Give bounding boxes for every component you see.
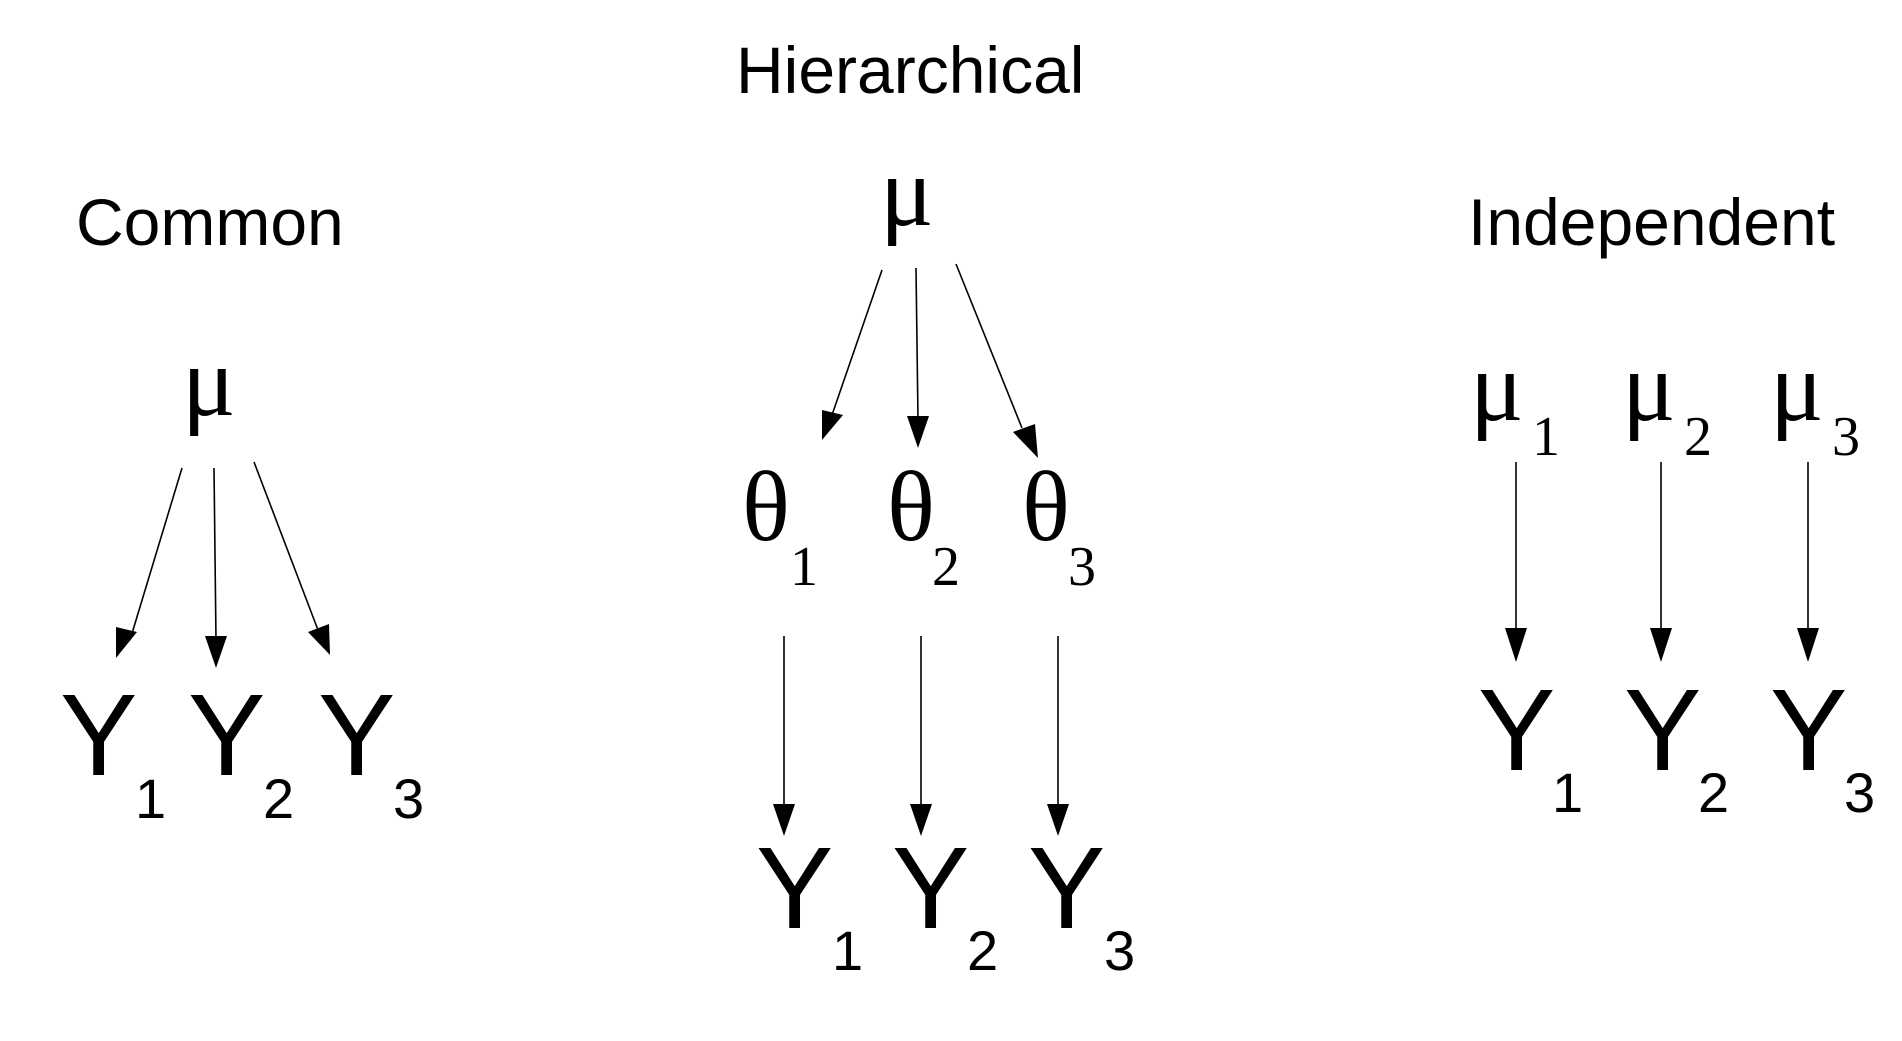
- mu-symbol: μ: [1770, 331, 1824, 442]
- theta-symbol: θ: [1022, 451, 1070, 562]
- y-subscript: 3: [393, 767, 424, 830]
- hierarchical-edge-theta2-y2: [910, 636, 932, 836]
- hierarchical-theta3-node: θ 3: [1022, 451, 1096, 598]
- independent-mu2-node: μ 2: [1622, 331, 1712, 468]
- hierarchical-y2-node: Y 2: [892, 823, 998, 982]
- y-symbol: Y: [1028, 823, 1105, 953]
- independent-edge-1: [1505, 462, 1527, 662]
- theta-symbol: θ: [742, 451, 790, 562]
- y-subscript: 2: [263, 767, 294, 830]
- hierarchical-edge-theta3-y3: [1047, 636, 1069, 836]
- hierarchical-edge-mu-theta2: [907, 267, 929, 448]
- y-subscript: 1: [832, 919, 863, 982]
- hierarchical-theta2-node: θ 2: [887, 451, 960, 598]
- mu-symbol: μ: [1622, 331, 1676, 442]
- y-symbol: Y: [188, 670, 265, 800]
- y-symbol: Y: [1478, 665, 1555, 795]
- theta-subscript: 1: [790, 536, 818, 598]
- common-title: Common: [76, 185, 344, 259]
- independent-panel: Independent μ 1 μ 2 μ 3 Y 1: [1468, 185, 1875, 824]
- independent-mu1-node: μ 1: [1470, 331, 1560, 468]
- independent-y3-node: Y 3: [1770, 665, 1875, 824]
- hierarchical-edge-theta1-y1: [773, 636, 795, 836]
- independent-title: Independent: [1468, 185, 1835, 259]
- common-y2-node: Y 2: [188, 670, 294, 830]
- common-y3-node: Y 3: [318, 670, 424, 830]
- theta-subscript: 3: [1068, 536, 1096, 598]
- hierarchical-edge-mu-theta1: [822, 269, 883, 440]
- y-symbol: Y: [318, 670, 395, 800]
- common-edge-3: [253, 461, 330, 655]
- y-symbol: Y: [1770, 665, 1847, 795]
- hierarchical-y1-node: Y 1: [756, 823, 863, 982]
- hierarchical-title: Hierarchical: [736, 33, 1084, 107]
- y-subscript: 1: [135, 767, 166, 830]
- independent-y2-node: Y 2: [1624, 665, 1729, 824]
- common-mu-node: μ: [182, 326, 236, 437]
- common-panel: Common μ Y 1 Y 2 Y 3: [60, 185, 424, 830]
- hierarchical-y3-node: Y 3: [1028, 823, 1135, 982]
- mu-symbol: μ: [1470, 331, 1524, 442]
- y-subscript: 2: [1698, 761, 1729, 824]
- theta-symbol: θ: [887, 451, 935, 562]
- hierarchical-edge-mu-theta3: [955, 263, 1038, 458]
- common-y1-node: Y 1: [60, 670, 166, 830]
- mu-subscript: 1: [1532, 406, 1560, 468]
- y-subscript: 3: [1844, 761, 1875, 824]
- mu-subscript: 3: [1832, 406, 1860, 468]
- hierarchical-theta1-node: θ 1: [742, 451, 818, 598]
- mu-subscript: 2: [1684, 406, 1712, 468]
- y-symbol: Y: [892, 823, 969, 953]
- theta-subscript: 2: [932, 536, 960, 598]
- independent-y1-node: Y 1: [1478, 665, 1583, 824]
- independent-mu3-node: μ 3: [1770, 331, 1860, 468]
- common-edge-2: [205, 467, 227, 668]
- hierarchical-mu-node: μ: [880, 136, 934, 247]
- y-symbol: Y: [756, 823, 833, 953]
- independent-edge-3: [1797, 462, 1819, 662]
- y-subscript: 2: [967, 919, 998, 982]
- y-subscript: 1: [1552, 761, 1583, 824]
- y-symbol: Y: [1624, 665, 1701, 795]
- common-edge-1: [116, 467, 183, 658]
- hierarchical-panel: Hierarchical μ θ 1 θ 2 θ 3: [736, 33, 1135, 982]
- independent-edge-2: [1650, 462, 1672, 662]
- y-symbol: Y: [60, 670, 137, 800]
- y-subscript: 3: [1104, 919, 1135, 982]
